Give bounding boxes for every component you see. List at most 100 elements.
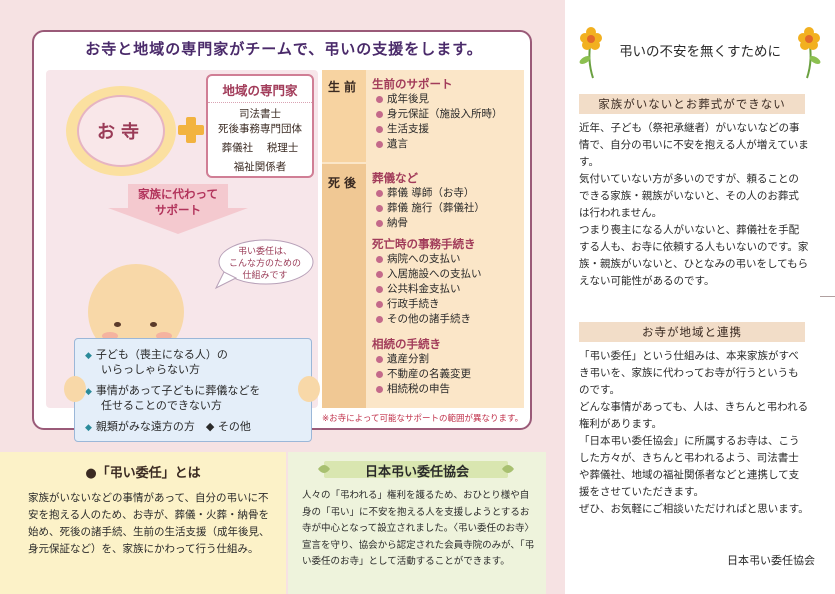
- flower-icon: [579, 27, 602, 79]
- otera-circle: お寺: [77, 95, 165, 167]
- plus-icon-vertical: [186, 117, 196, 143]
- main-title: お寺と地域の専門家がチームで、弔いの支援をします。: [85, 40, 483, 58]
- experts-title: 地域の専門家: [222, 83, 298, 98]
- support-item-text: 入居施設への支払い: [387, 268, 482, 280]
- speech-bubble: [214, 239, 314, 290]
- right-panel: 弔いの不安を無くすために 家族がいないとお葬式ができない 近年、子ども（祭祀承継…: [565, 0, 835, 594]
- character-eye: [150, 322, 157, 327]
- support-item: 納骨: [376, 216, 408, 230]
- support-item-text: 病院への支払い: [387, 253, 461, 265]
- support-item-text: 相続税の申告: [387, 383, 450, 395]
- title-banner: [318, 461, 514, 478]
- expert-line: 葬儀社 税理士: [221, 142, 299, 154]
- support-item-text: 葬儀 導師（お寺）: [387, 187, 475, 199]
- character-hand: [64, 376, 86, 402]
- bubble-line: 弔い委任は、: [237, 247, 292, 257]
- bullet-icon: [376, 125, 383, 133]
- funeral-title: 葬儀など: [372, 171, 418, 185]
- support-item-text: その他の諸手続き: [387, 313, 471, 325]
- expert-line: 死後事務専門団体: [218, 123, 302, 135]
- support-item-text: 葬儀 施行（葬儀社）: [387, 202, 485, 214]
- bullet-icon: [376, 315, 383, 323]
- main-panel: お寺と地域の専門家がチームで、弔いの支援をします。 お寺 地域の専門家 司法書士…: [32, 30, 532, 442]
- before-title: 生前のサポート: [372, 77, 453, 91]
- definition-box: ●「弔い委任」とは 家族がいないなどの事情があって、自分の弔いに不安を抱える人の…: [0, 452, 286, 594]
- after-death-label: 死後: [322, 164, 366, 408]
- support-item: 遺言: [376, 137, 408, 151]
- section-body: 「弔い委任」という仕組みは、本来家族がすべき弔いを、家族に代わってお寺が行うとい…: [579, 350, 809, 515]
- support-item: 葬儀 導師（お寺）: [376, 186, 474, 200]
- support-item: その他の諸手続き: [376, 312, 471, 326]
- scroll-item-text: 子ども（喪主になる人）の: [95, 348, 228, 361]
- diamond-icon: ◆: [85, 387, 92, 397]
- signature: 日本弔い委任協会: [727, 554, 815, 567]
- support-item: 入居施設への支払い: [376, 267, 482, 281]
- support-item: 身元保証（施設入所時）: [376, 107, 503, 121]
- support-item: 葬儀 施行（葬儀社）: [376, 201, 485, 215]
- support-item-text: 遺言: [387, 138, 408, 150]
- bullet-icon: [376, 385, 383, 393]
- section-body: 近年、子ども（祭祀承継者）がいないなどの事情で、自分の弔いに不安を抱える人が増え…: [579, 122, 809, 287]
- definition-title: ●「弔い委任」とは: [85, 466, 201, 481]
- definition-body: 家族がいないなどの事情があって、自分の弔いに不安を抱える人のため、お寺が、葬儀・…: [28, 492, 270, 555]
- support-item-text: 身元保証（施設入所時）: [387, 108, 503, 120]
- character-eye: [114, 322, 121, 327]
- support-item: 病院への支払い: [376, 252, 461, 266]
- support-item: 不動産の名義変更: [376, 367, 471, 381]
- support-item: 行政手続き: [376, 297, 440, 311]
- section-bar: お寺が地域と連携: [579, 322, 805, 342]
- support-item-text: 成年後見: [387, 93, 429, 105]
- bullet-icon: [376, 300, 383, 308]
- experts-box: 地域の専門家 司法書士 死後事務専門団体 葬儀社 税理士 福祉関係者: [206, 74, 314, 178]
- admin-title: 死亡時の事務手続き: [372, 237, 476, 251]
- character-cheek: [102, 332, 118, 340]
- bullet-icon: [376, 370, 383, 378]
- diamond-icon: ◆: [85, 423, 92, 433]
- inherit-title: 相続の手続き: [372, 337, 441, 351]
- bubble-text: 弔い委任は、 こんな方のための 仕組みです: [220, 246, 310, 282]
- support-item: 遺産分割: [376, 352, 429, 366]
- bullet-icon: [376, 95, 383, 103]
- expert-line: 福祉関係者: [233, 161, 287, 173]
- support-item: 公共料金支払い: [376, 282, 461, 296]
- diamond-icon: ◆: [85, 351, 92, 361]
- team-area: お寺 地域の専門家 司法書士 死後事務専門団体 葬儀社 税理士 福祉関係者 家族…: [46, 70, 320, 442]
- arrow-text-line: サポート: [155, 203, 201, 217]
- support-list: 生前 死後 生前のサポート 成年後見 身元保証（施設入所時） 生活支援 遺言 葬…: [322, 70, 524, 408]
- scroll-item: ◆子ども（喪主になる人）の: [85, 347, 228, 364]
- fold-mark: [820, 296, 835, 297]
- arrow-text: 家族に代わって サポート: [128, 186, 228, 218]
- bullet-icon: [376, 189, 383, 197]
- character-cheek: [156, 332, 172, 340]
- bubble-line: こんな方のための: [228, 259, 301, 269]
- right-heading: 弔いの不安を無くすために: [619, 44, 781, 60]
- support-item: 成年後見: [376, 92, 429, 106]
- bullet-icon: [376, 219, 383, 227]
- support-item-text: 公共料金支払い: [387, 283, 461, 295]
- support-item-text: 不動産の名義変更: [387, 368, 471, 380]
- scroll-item: ◆事情があって子どもに葬儀などを: [85, 383, 260, 400]
- section-bar: 家族がいないとお葬式ができない: [579, 94, 805, 114]
- scroll-item-text: 親類がみな遠方の方 ◆ その他: [95, 420, 251, 433]
- expert-line: 司法書士: [208, 102, 312, 121]
- flower-icon: [798, 27, 821, 79]
- bullet-icon: [376, 204, 383, 212]
- bullet-icon: [376, 285, 383, 293]
- bullet-icon: [376, 270, 383, 278]
- footnote: ※お寺によって可能なサポートの範囲が異なります。: [322, 414, 524, 424]
- character-hand: [298, 376, 320, 402]
- scroll-item-cont: いらっしゃらない方: [101, 363, 200, 376]
- support-item-text: 遺産分割: [387, 353, 429, 365]
- down-arrow-icon: [108, 184, 248, 234]
- support-item: 相続税の申告: [376, 382, 450, 396]
- scroll-item-text: 事情があって子どもに葬儀などを: [95, 384, 261, 397]
- bullet-icon: [376, 140, 383, 148]
- bubble-line: 仕組みです: [242, 271, 288, 281]
- support-item-text: 生活支援: [387, 123, 429, 135]
- before-death-label: 生前: [322, 70, 366, 162]
- support-item: 生活支援: [376, 122, 429, 136]
- target-scroll: ◆子ども（喪主になる人）の いらっしゃらない方 ◆事情があって子どもに葬儀などを…: [74, 338, 312, 442]
- bullet-icon: [376, 110, 383, 118]
- association-box: 日本弔い委任協会 人々の「弔われる」権利を護るため、おひとり様や自身の「弔い」に…: [288, 452, 546, 594]
- association-title: 日本弔い委任協会: [364, 465, 469, 480]
